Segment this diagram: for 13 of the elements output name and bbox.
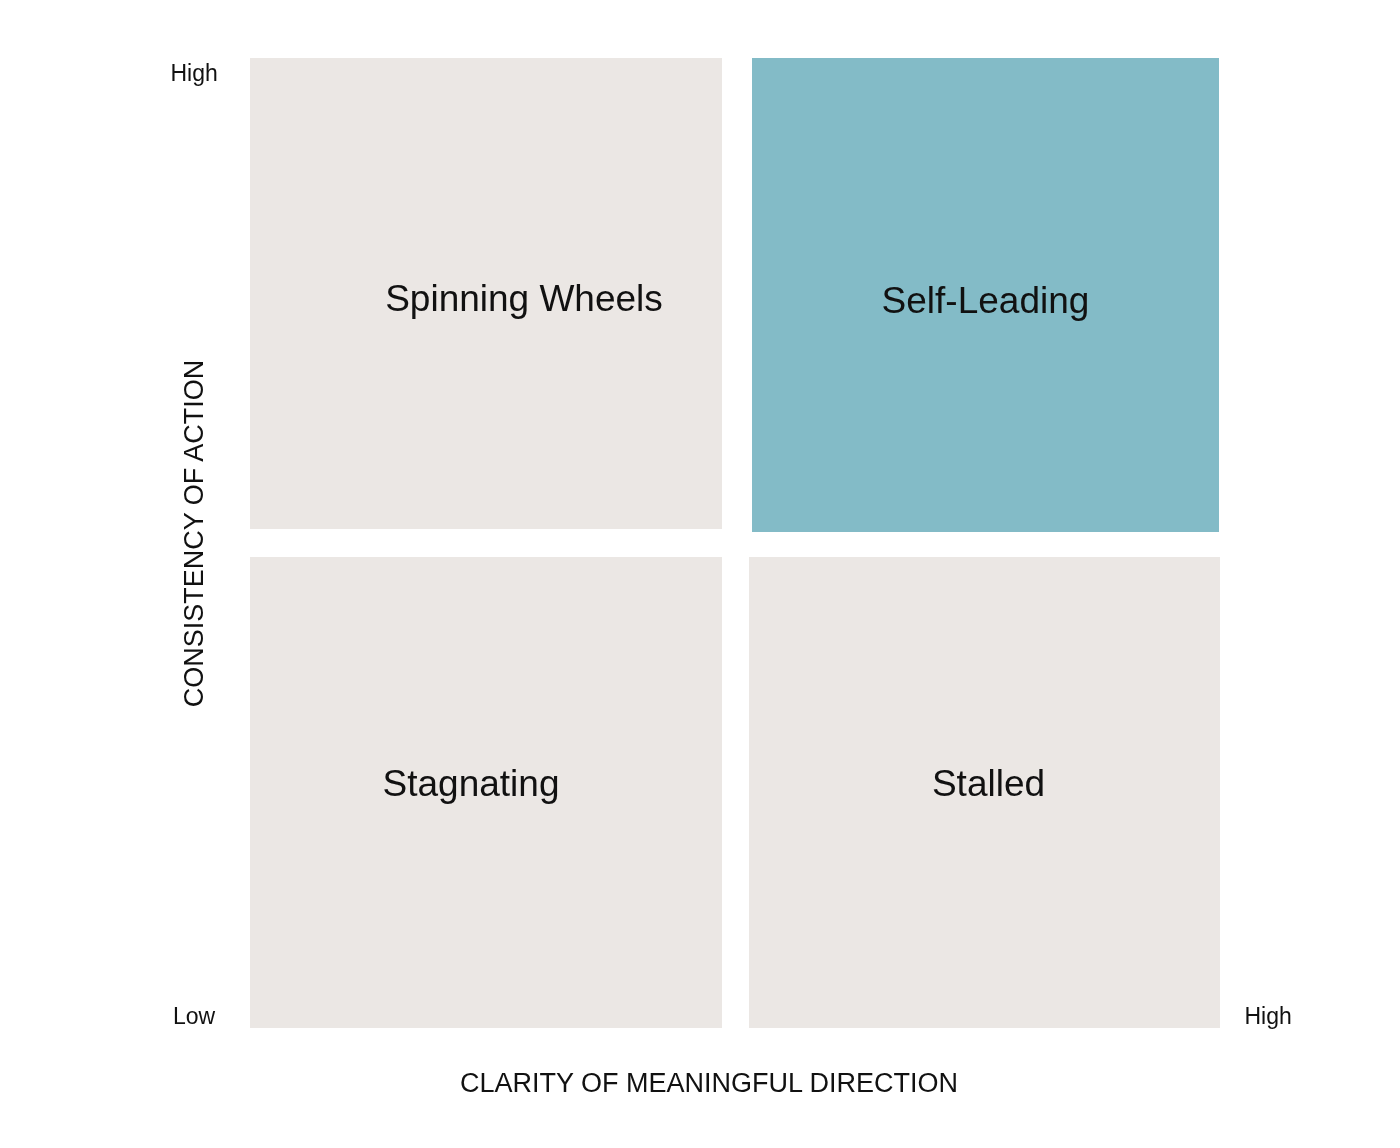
axis-tick-label: Low <box>173 1002 216 1030</box>
quadrant-label: Stalled <box>931 763 1046 804</box>
axis-tick-label: High <box>1244 1002 1292 1030</box>
quadrant-label: Spinning Wheels <box>385 278 663 319</box>
quadrant-box <box>752 58 1219 532</box>
quadrant-box <box>250 557 722 1028</box>
axis-tick-label: High <box>170 59 218 87</box>
quadrant-box <box>749 557 1220 1028</box>
axis-title: CONSISTENCY OF ACTION <box>179 359 211 707</box>
quadrant-label: Stagnating <box>382 763 560 804</box>
axis-title: CLARITY OF MEANINGFUL DIRECTION <box>460 1067 959 1099</box>
quadrant-label: Self-Leading <box>881 280 1090 321</box>
quadrant-box <box>250 58 722 529</box>
